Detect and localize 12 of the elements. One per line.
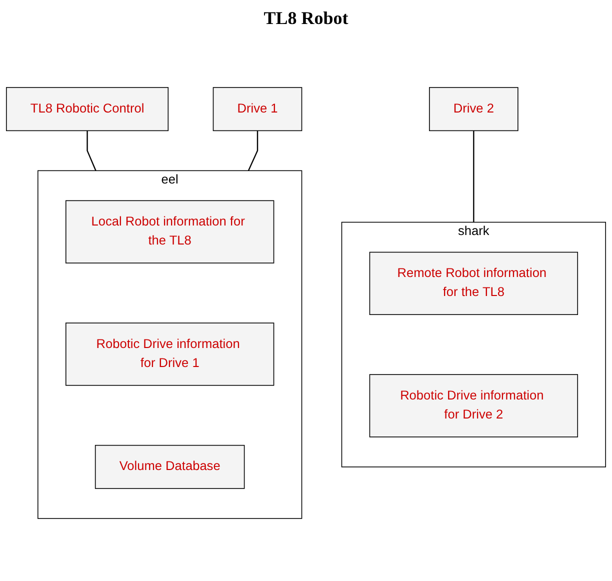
connector-line	[248, 130, 258, 171]
node-box: Drive 1	[212, 87, 302, 132]
node-box: Drive 2	[429, 87, 518, 132]
node-box: Volume Database	[94, 444, 245, 489]
connector-line	[86, 130, 96, 171]
node-box: Robotic Drive information for Drive 2	[369, 374, 578, 438]
node-box: Local Robot information for the TL8	[65, 200, 274, 264]
node-box: Robotic Drive information for Drive 1	[65, 322, 274, 386]
connector-line	[473, 130, 474, 222]
node-box: Remote Robot information for the TL8	[369, 252, 578, 315]
node-box: TL8 Robotic Control	[6, 87, 169, 132]
diagram-title: TL8 Robot	[262, 8, 350, 29]
